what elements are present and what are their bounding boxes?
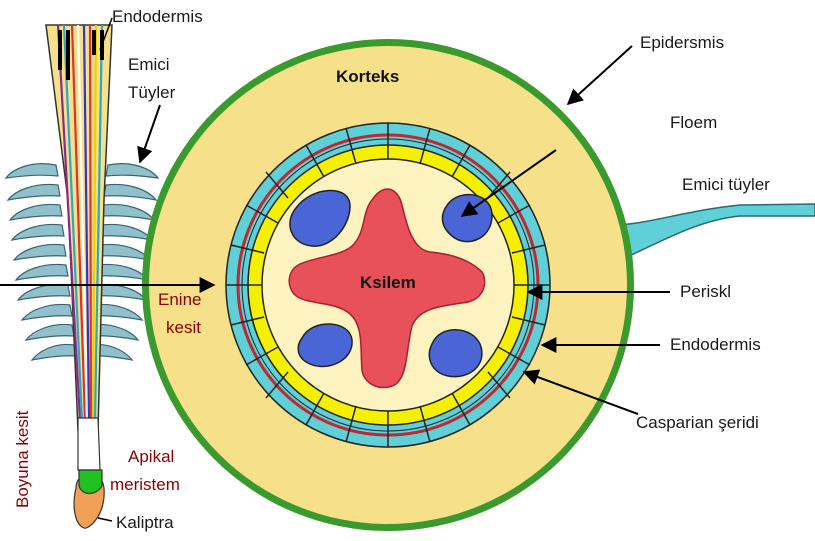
arrow-emici-tuyler — [140, 105, 160, 162]
label-floem: Floem — [670, 113, 717, 132]
label-casparian: Casparian şeridi — [636, 413, 759, 432]
label-kaliptra: Kaliptra — [116, 513, 174, 532]
root-hair-extension — [620, 204, 815, 258]
label-boyuna-kesit: Boyuna kesit — [13, 410, 32, 508]
label-tuyler: Tüyler — [128, 83, 176, 102]
apical-meristem-shape — [79, 470, 102, 494]
label-emici-tuyler: Emici tüyler — [682, 175, 770, 194]
label-emici: Emici — [128, 55, 170, 74]
label-epidersmis: Epidersmis — [640, 33, 724, 52]
phloem-top-right — [442, 195, 492, 242]
arrow-epidermis — [568, 46, 632, 104]
label-korteks: Korteks — [336, 67, 399, 86]
label-meristem: meristem — [110, 475, 180, 494]
label-kesit: kesit — [166, 318, 201, 337]
label-apikal: Apikal — [128, 447, 174, 466]
label-periskl: Periskl — [680, 282, 731, 301]
label-enine: Enine — [158, 290, 201, 309]
leader-kaliptra — [98, 518, 112, 521]
root-hairs-left — [6, 164, 76, 360]
label-endodermis-top: Endodermis — [112, 7, 203, 26]
label-endodermis-right: Endodermis — [670, 335, 761, 354]
phloem-bottom-right — [429, 330, 482, 377]
root-tip-white — [78, 418, 100, 470]
label-ksilem: Ksilem — [360, 273, 416, 292]
